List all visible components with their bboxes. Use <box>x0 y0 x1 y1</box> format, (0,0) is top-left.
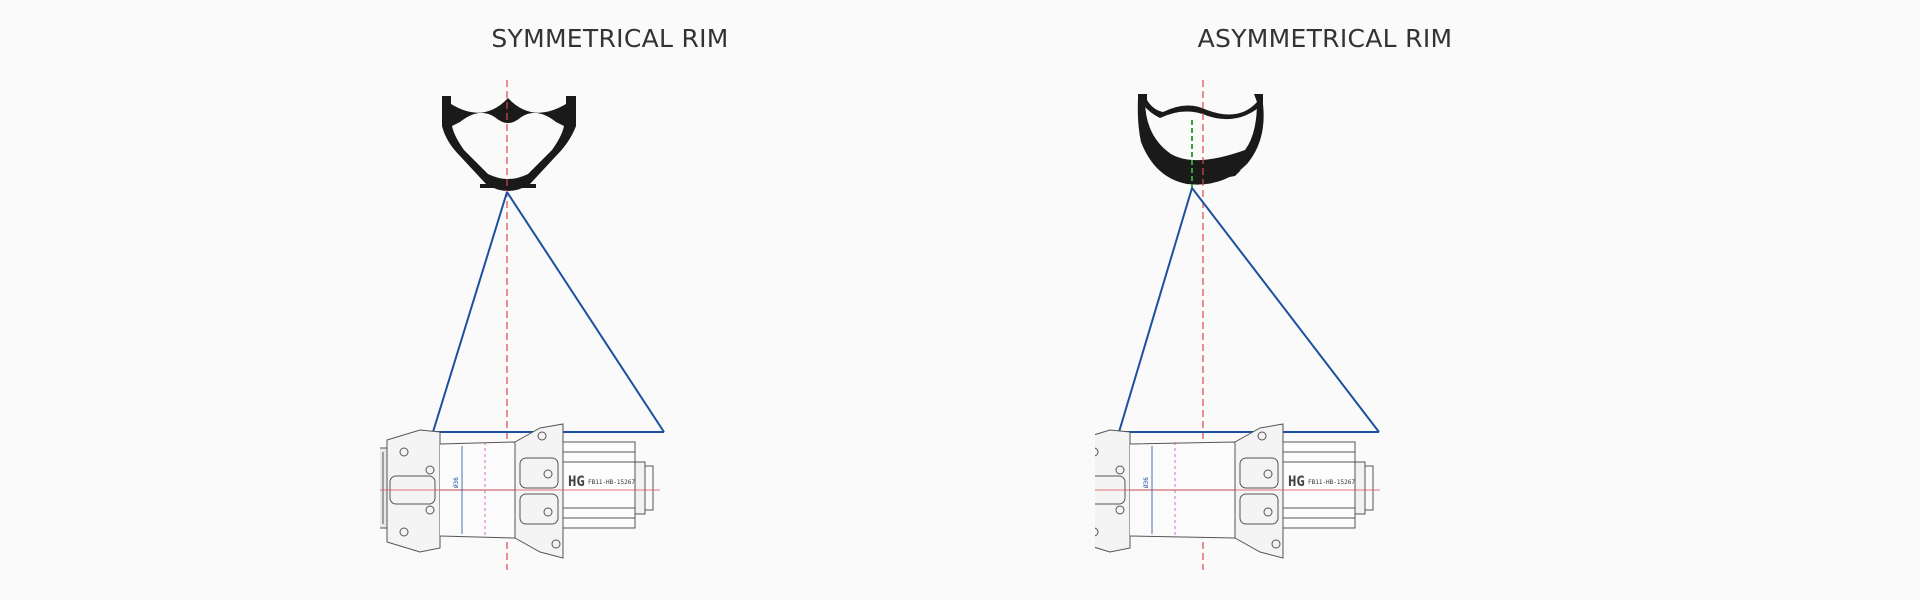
spoke-lines <box>1118 187 1380 433</box>
symmetrical-rim-panel: SYMMETRICAL RIM <box>380 0 840 600</box>
asymmetrical-rim-profile <box>1137 94 1264 185</box>
spoke-lines <box>432 191 665 433</box>
hub-part-number: FB11-HB-15267 <box>1308 479 1355 486</box>
hub-dimension-label: Ø36 <box>453 477 460 488</box>
hub-dimension-label: Ø36 <box>1143 477 1150 488</box>
symmetrical-rim-profile <box>442 96 576 191</box>
panel-title-asymmetrical: ASYMMETRICAL RIM <box>1197 24 1453 53</box>
hub-part-number: FB11-HB-15267 <box>588 479 635 486</box>
asymmetrical-wheel-diagram: HG FB11-HB-15267 Ø36 <box>1095 80 1380 570</box>
rear-hub-drawing <box>380 423 660 559</box>
asymmetrical-rim-panel: ASYMMETRICAL RIM <box>1095 0 1555 600</box>
hub-brand-label: HG <box>568 474 585 490</box>
hub-brand-label: HG <box>1288 474 1305 490</box>
rear-hub-drawing <box>1095 423 1380 559</box>
symmetrical-wheel-diagram: HG FB11-HB-15267 Ø36 <box>380 80 665 570</box>
panel-title-symmetrical: SYMMETRICAL RIM <box>491 24 729 53</box>
